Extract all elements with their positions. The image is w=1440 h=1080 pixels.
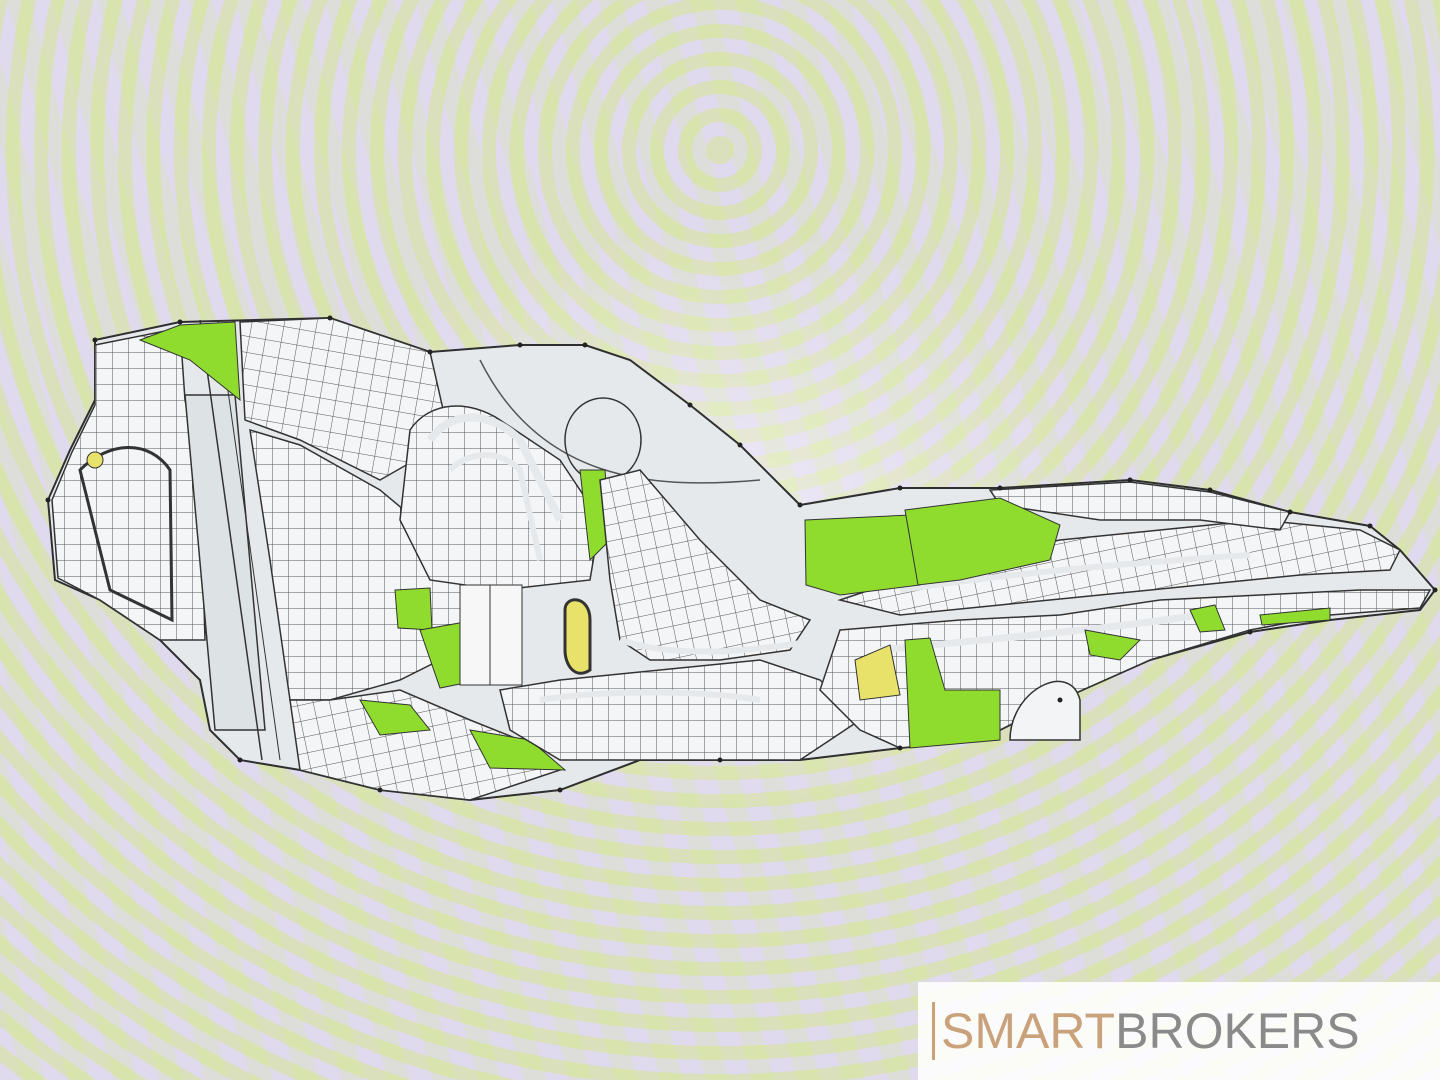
highway-strip	[184, 394, 266, 731]
watermark-logo-text: SMARTBROKERS	[941, 1006, 1360, 1056]
watermark-brand-primary: SMART	[941, 1003, 1116, 1059]
green-area-east-6	[1189, 604, 1226, 633]
watermark-divider	[932, 1002, 935, 1060]
green-area-east-3	[904, 637, 1001, 749]
lot-block-middle-band	[599, 469, 812, 661]
yellow-area-teardrop	[563, 598, 592, 675]
green-area-central-1	[394, 587, 433, 631]
lot-block-east-top	[988, 481, 1292, 531]
green-area-east-2	[904, 497, 1061, 586]
green-area-east-4	[1084, 629, 1142, 661]
green-area-east-1	[804, 514, 921, 596]
lot-block-west	[51, 327, 206, 641]
green-area-1	[138, 321, 241, 402]
yellow-area-east	[854, 644, 901, 701]
roundabout-east	[1009, 680, 1081, 741]
watermark-brand-secondary: BROKERS	[1115, 1003, 1360, 1059]
boundary-markers	[45, 315, 1438, 793]
green-area-southwest-2	[359, 699, 431, 736]
lot-block-arches	[399, 405, 601, 591]
green-area-southwest	[469, 729, 567, 771]
smartbrokers-watermark: SMARTBROKERS	[918, 982, 1440, 1080]
upper-boundary-arc	[479, 359, 761, 484]
green-area-east-5	[1259, 607, 1331, 626]
lot-block-middle-south	[499, 659, 862, 761]
